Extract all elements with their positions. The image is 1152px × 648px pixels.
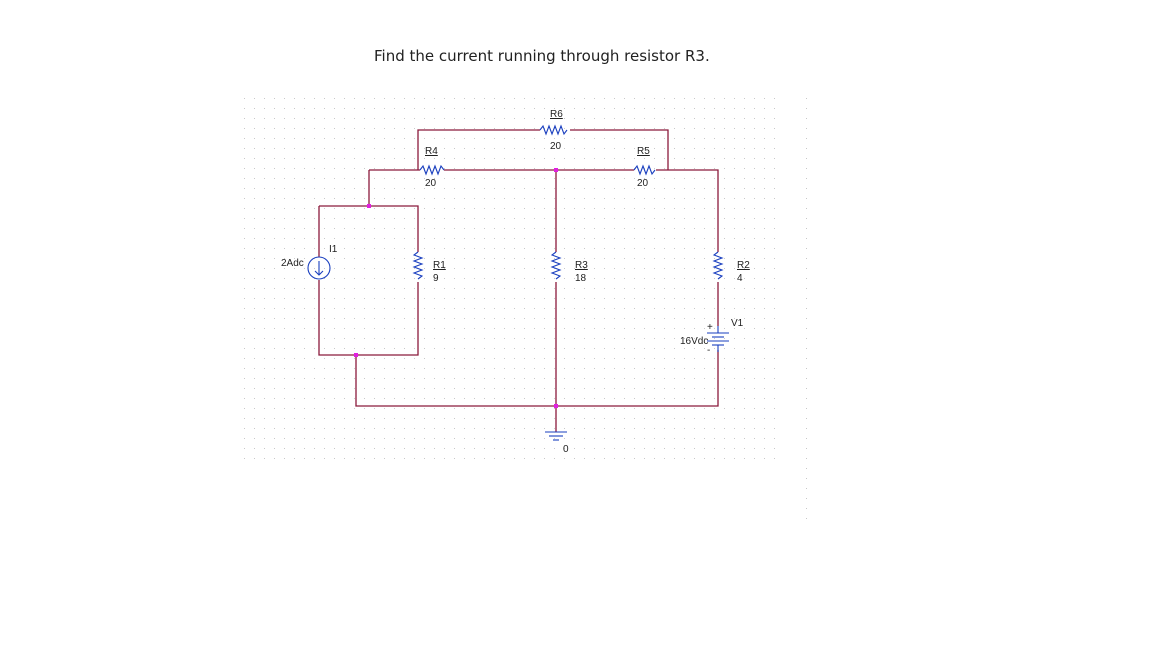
wire-r5-right: [656, 169, 719, 252]
i1-ref-label: I1: [329, 244, 338, 255]
current-source-i1: [307, 256, 331, 280]
wire-top-r6: [417, 129, 540, 170]
resistor-r6: [539, 124, 568, 136]
r4-ref-label: R4: [425, 146, 438, 157]
v1-ref-label: V1: [731, 318, 744, 329]
resistor-r5: [633, 164, 656, 176]
r4-value-label: 20: [425, 178, 437, 189]
ground-symbol: [545, 431, 567, 441]
resistor-r1: [412, 251, 424, 280]
v1-value-label: 16Vdc: [680, 336, 708, 347]
wire-r6-right: [570, 129, 669, 170]
wire-bottom: [355, 350, 719, 407]
r5-ref-label: R5: [637, 146, 650, 157]
r5-value-label: 20: [637, 178, 649, 189]
r2-ref-label: R2: [737, 260, 750, 271]
i1-value-label: 2Adc: [281, 258, 304, 269]
resistor-r4: [419, 164, 445, 176]
question-text: Find the current running through resisto…: [374, 47, 710, 65]
r3-ref-label: R3: [575, 260, 588, 271]
svg-text:+: +: [707, 322, 713, 333]
wires: [318, 129, 719, 432]
wire-i1-bottom: [318, 280, 419, 356]
wire-left-loop: [319, 205, 419, 252]
r1-ref-label: R1: [433, 260, 446, 271]
schematic-grid: [244, 98, 807, 519]
r3-value-label: 18: [575, 273, 587, 284]
resistor-r3: [550, 251, 562, 280]
r6-value-label: 20: [550, 141, 562, 152]
voltage-source-v1: + -: [707, 322, 729, 356]
r6-ref-label: R6: [550, 109, 563, 120]
r1-value-label: 9: [433, 273, 439, 284]
ground-label: 0: [563, 444, 569, 455]
resistor-r2: [712, 251, 724, 280]
r2-value-label: 4: [737, 273, 743, 284]
svg-text:-: -: [707, 345, 710, 356]
junction-nodes: [354, 168, 558, 408]
